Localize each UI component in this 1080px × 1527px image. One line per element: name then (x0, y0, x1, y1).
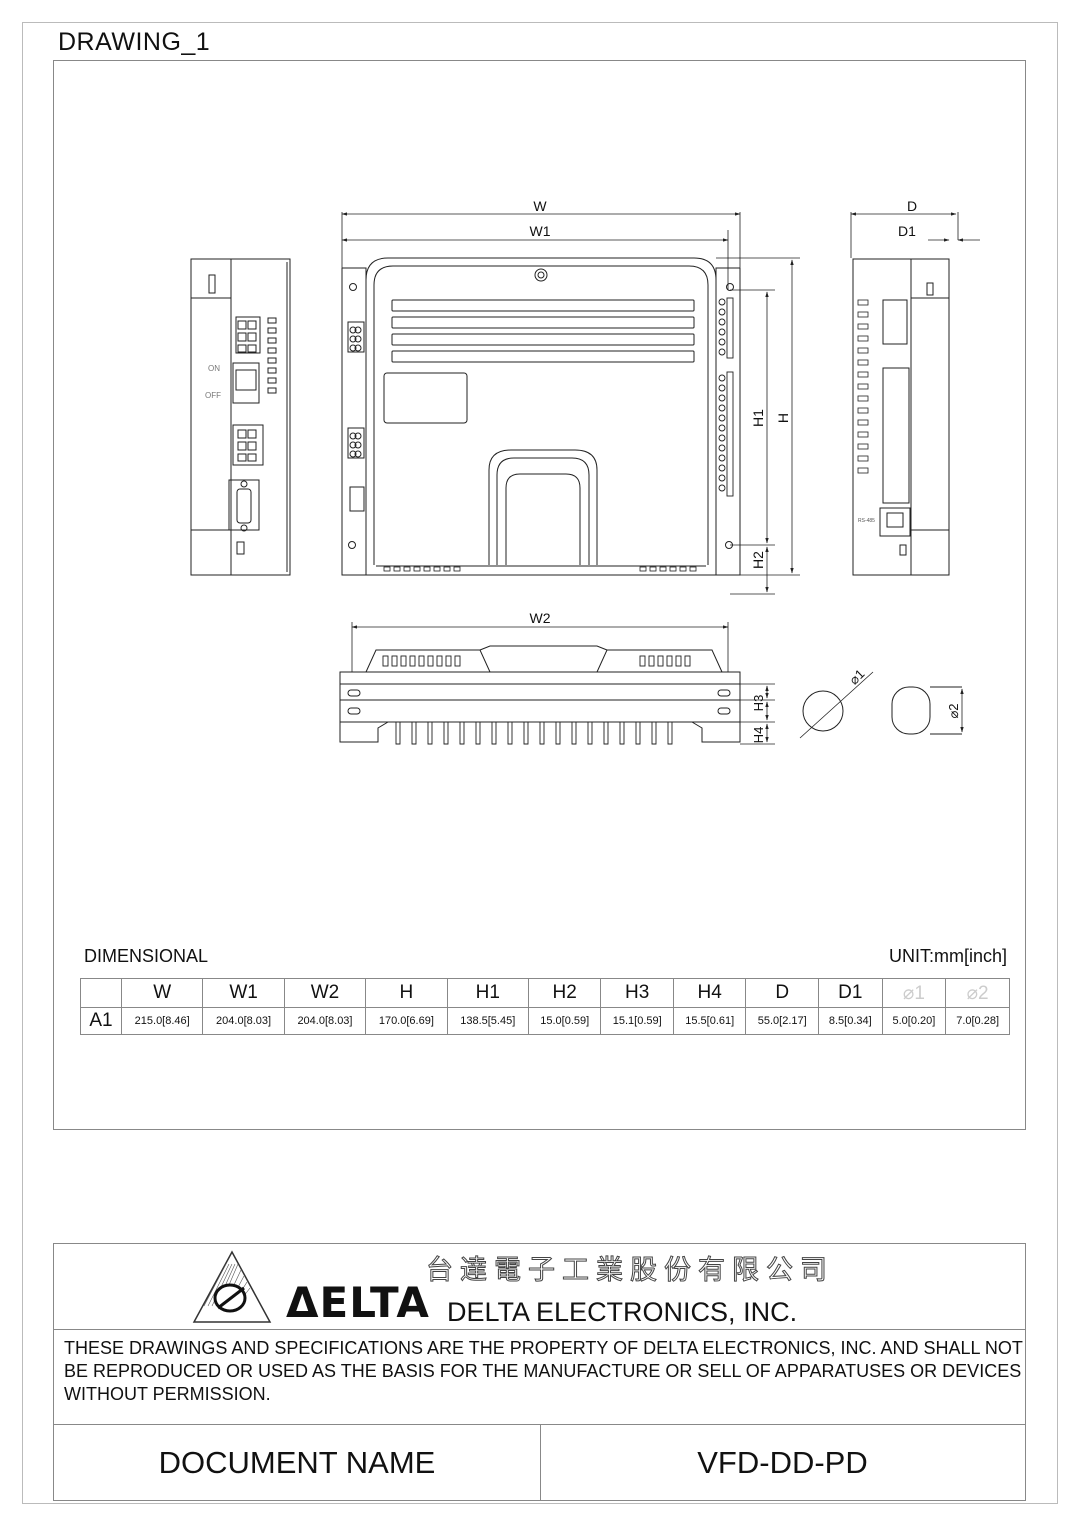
dim-label-phi1: ⌀1 (846, 666, 867, 687)
dimension-lines (341, 212, 980, 745)
delta-brand-wordmark: ΔELTA (286, 1278, 430, 1327)
logo-row: 台達電子工業股份有限公司 ΔELTA DELTA ELECTRONICS, IN… (54, 1244, 1025, 1330)
switch-off-label: OFF (205, 391, 221, 400)
dim-label-w1: W1 (530, 223, 551, 239)
table-row: A1 215.0[8.46] 204.0[8.03] 204.0[8.03] 1… (80, 1007, 1010, 1035)
property-notice: THESE DRAWINGS AND SPECIFICATIONS ARE TH… (64, 1338, 1023, 1404)
table-header-cell: ⌀2 (945, 978, 1010, 1008)
table-header-cell: W (120, 978, 204, 1008)
table-header-cell: W2 (283, 978, 367, 1008)
dim-label-h: H (775, 413, 791, 423)
table-header-cell: ⌀1 (881, 978, 947, 1008)
table-header-cell: D1 (817, 978, 883, 1008)
table-header-cell (80, 978, 122, 1008)
hole-details (799, 671, 962, 739)
front-view (341, 257, 741, 576)
table-header-row: W W1 W2 H H1 H2 H3 H4 D D1 ⌀1 ⌀2 (80, 978, 1010, 1008)
table-cell: 170.0[6.69] (365, 1007, 448, 1035)
table-cell: 15.0[0.59] (527, 1007, 602, 1035)
delta-logo-icon (192, 1250, 272, 1323)
title-block: 台達電子工業股份有限公司 ΔELTA DELTA ELECTRONICS, IN… (53, 1243, 1026, 1501)
dim-label-h4: H4 (751, 727, 766, 744)
document-name-label: DOCUMENT NAME (54, 1425, 541, 1501)
table-header-cell: H (365, 978, 448, 1008)
dim-label-w: W (533, 198, 547, 214)
table-cell: 204.0[8.03] (283, 1007, 367, 1035)
table-cell: 15.5[0.61] (672, 1007, 747, 1035)
unit-label: UNIT:mm[inch] (888, 946, 1007, 966)
company-name: DELTA ELECTRONICS, INC. (447, 1297, 798, 1327)
drawing-title: DRAWING_1 (58, 28, 211, 56)
chinese-company-name: 台達電子工業股份有限公司 (426, 1255, 834, 1287)
table-cell: 5.0[0.20] (881, 1007, 947, 1035)
dim-label-d1: D1 (898, 223, 916, 239)
rs485-label: RS-485 (858, 518, 875, 524)
switch-on-label: ON (208, 364, 220, 373)
table-cell: 215.0[8.46] (120, 1007, 204, 1035)
dim-label-h1: H1 (750, 409, 766, 427)
outer-border (22, 22, 1058, 1504)
table-header-cell: H2 (527, 978, 602, 1008)
table-header-cell: D (745, 978, 819, 1008)
table-cell: 15.1[0.59] (600, 1007, 674, 1035)
dimensional-caption: DIMENSIONAL (84, 946, 209, 966)
dim-label-h2: H2 (750, 551, 766, 569)
table-cell: 138.5[5.45] (446, 1007, 529, 1035)
dim-label-d: D (907, 198, 917, 214)
document-name-row: DOCUMENT NAME VFD-DD-PD (54, 1424, 1025, 1503)
table-header-cell: H4 (672, 978, 747, 1008)
dim-label-h3: H3 (751, 695, 766, 712)
table-header-cell: H1 (446, 978, 529, 1008)
table-cell: 8.5[0.34] (817, 1007, 883, 1035)
left-side-view (190, 258, 291, 576)
table-cell: 55.0[2.17] (745, 1007, 819, 1035)
bottom-view (339, 645, 741, 745)
table-header-cell: W1 (202, 978, 285, 1008)
dimensions-table: W W1 W2 H H1 H2 H3 H4 D D1 ⌀1 ⌀2 A1 215.… (80, 978, 1010, 1035)
document-name-value: VFD-DD-PD (697, 1445, 868, 1480)
table-header-cell: H3 (600, 978, 674, 1008)
table-cell: 7.0[0.28] (945, 1007, 1010, 1035)
dim-label-phi2: ⌀2 (946, 703, 961, 718)
table-row-model: A1 (80, 1007, 122, 1035)
dim-label-w2: W2 (530, 610, 551, 626)
table-cell: 204.0[8.03] (202, 1007, 285, 1035)
drawing-frame (53, 60, 1026, 1130)
right-side-view (852, 258, 950, 576)
